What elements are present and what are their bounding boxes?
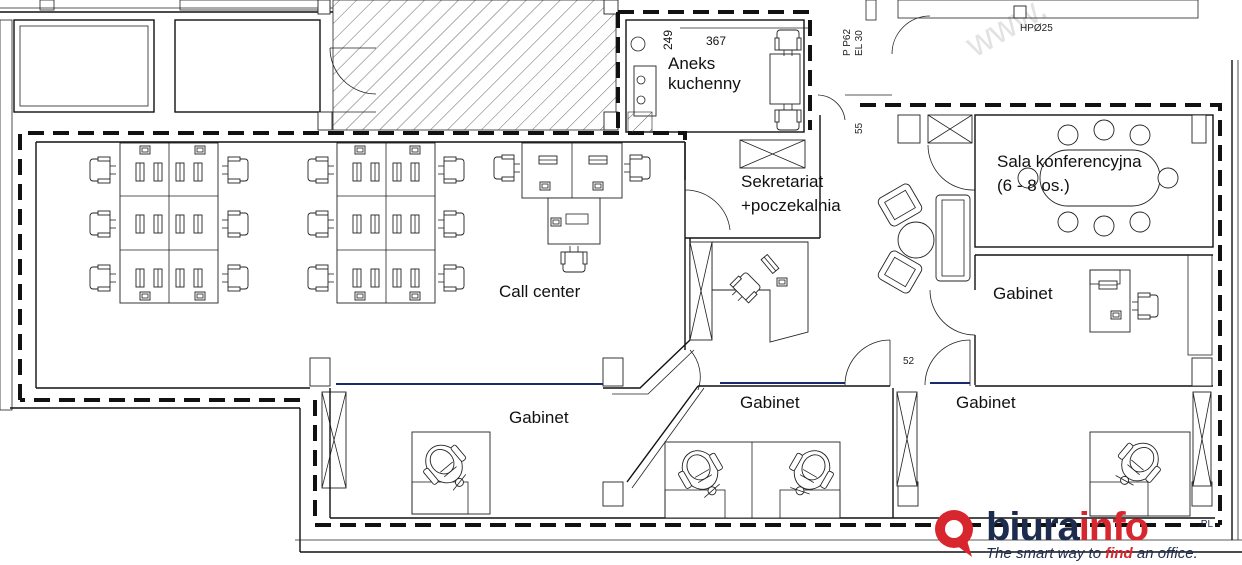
sala-label-line2: (6 - 8 os.) <box>997 176 1070 195</box>
room-aneks-kuchenny: Aneks kuchenny 249 367 <box>625 19 808 169</box>
room-gabinet-middle: Gabinet <box>664 388 918 519</box>
room-sala-konferencyjna: Sala konferencyjna (6 - 8 os.) <box>897 114 1214 248</box>
lounge-seating <box>877 183 971 294</box>
corridor-walls: 52 <box>309 339 1213 507</box>
glass-partitions <box>336 382 970 385</box>
gabinet-right-upper-label: Gabinet <box>993 284 1053 303</box>
sala-label-line1: Sala konferencyjna <box>997 152 1142 171</box>
room-gabinet-right-lower: Gabinet <box>956 391 1212 517</box>
tagline-post: an office. <box>1132 545 1198 562</box>
room-gabinet-left: Gabinet <box>321 388 1215 519</box>
logo-name-part2: info <box>1078 505 1149 549</box>
gabinet-middle-label: Gabinet <box>740 393 800 412</box>
dimension-249: 249 <box>661 30 675 50</box>
neighbour-rooms-top-left <box>0 0 619 411</box>
brand-logo: biurainfo .PL The smart way to find an o… <box>930 505 1242 565</box>
dimension-hp: HPØ25 <box>1020 23 1053 34</box>
desk-cluster-c <box>493 142 651 273</box>
logo-wordmark: biurainfo <box>986 505 1149 549</box>
dimension-367: 367 <box>706 34 726 48</box>
logo-name-part1: biura <box>986 505 1080 549</box>
aneks-label-line1: Aneks <box>668 54 715 73</box>
location-pin-icon <box>935 510 973 557</box>
outer-boundary <box>10 10 1242 553</box>
dimension-el: EL 30 <box>854 30 865 56</box>
dimension-52: 52 <box>903 356 915 367</box>
sekretariat-label-line1: Sekretariat <box>741 172 823 191</box>
desk-cluster-b <box>307 142 465 304</box>
dimension-55: 55 <box>854 122 865 134</box>
desk-cluster-a <box>89 142 249 304</box>
top-annotations: P P62 EL 30 55 HPØ25 <box>817 0 1199 134</box>
gabinet-right-lower-label: Gabinet <box>956 393 1016 412</box>
logo-tagline: The smart way to find an office. <box>986 545 1198 562</box>
hatched-shared-area <box>333 0 616 130</box>
sekretariat-label-line2: +poczekalnia <box>741 196 841 215</box>
tagline-find: find <box>1105 545 1133 562</box>
room-gabinet-right-upper: Gabinet <box>929 254 1213 385</box>
tagline-pre: The smart way to <box>986 545 1106 562</box>
gabinet-left-label: Gabinet <box>509 408 569 427</box>
aneks-label-line2: kuchenny <box>668 74 741 93</box>
logo-tld: .PL <box>1198 519 1214 530</box>
dimension-pp: P P62 <box>842 29 853 56</box>
call-center-label: Call center <box>499 282 581 301</box>
room-sekretariat: Sekretariat +poczekalnia <box>684 115 841 343</box>
